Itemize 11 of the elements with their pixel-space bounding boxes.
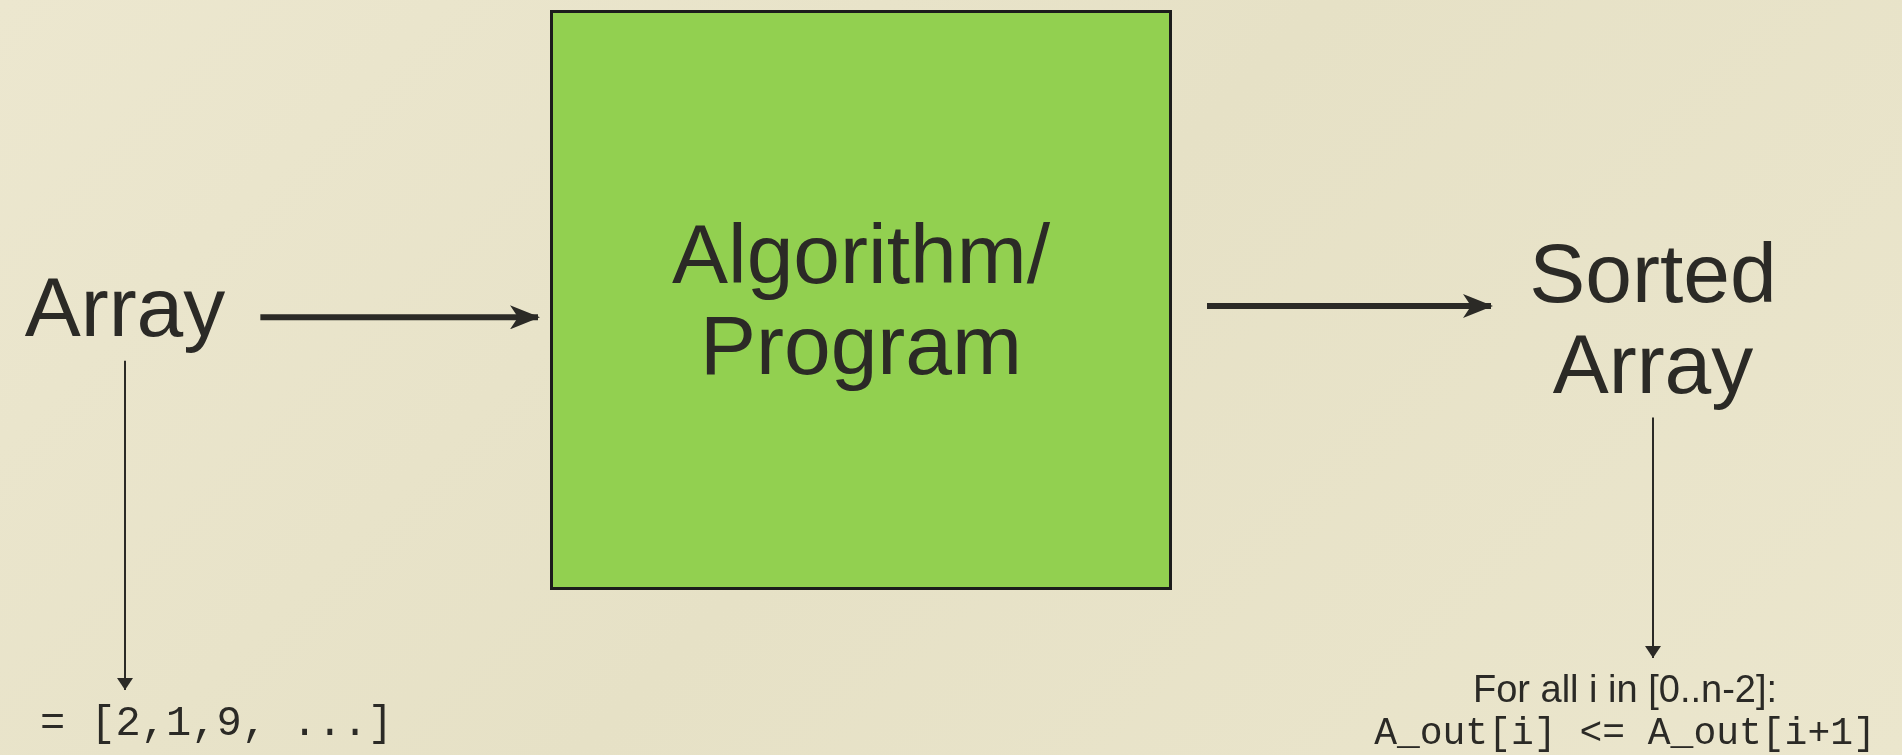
process-box [550, 10, 1172, 590]
arrow [117, 359, 133, 691]
condition-text: For all i in [0..n-2]: [1471, 668, 1779, 712]
arrow [1207, 294, 1493, 318]
label-text: Array [24, 262, 226, 353]
code-text: = [2,1,9, ...] [40, 700, 393, 749]
arrow [260, 305, 540, 330]
label-text: Sorted Array [1528, 228, 1778, 410]
arrow [1645, 416, 1661, 659]
code-text: A_out[i] <= A_out[i+1] [1374, 711, 1876, 755]
box-label: Algorithm/ Program [670, 209, 1052, 391]
